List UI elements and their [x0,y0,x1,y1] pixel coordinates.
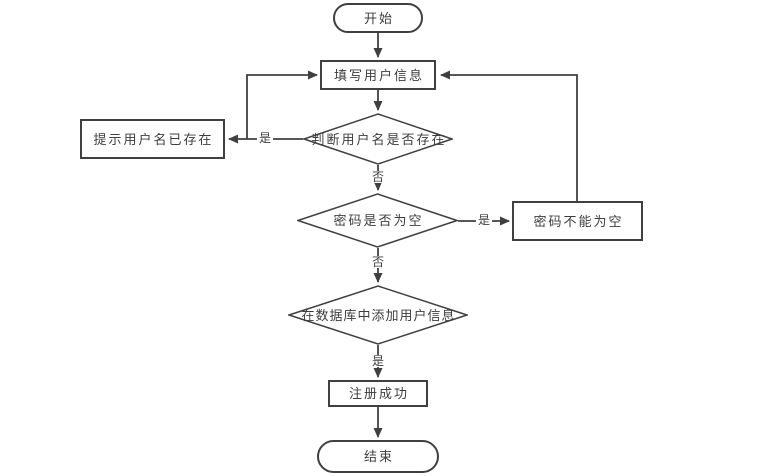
node-check-username: 判断用户名是否存在 [303,113,453,165]
edge-label-password-no: 否 [369,255,387,269]
node-fill-info: 填写用户信息 [320,60,436,90]
edge-label-username-yes: 是 [256,131,274,145]
node-username-exists: 提示用户名已存在 [80,119,225,159]
node-password-empty: 密码不能为空 [512,201,643,241]
node-password-empty-label: 密码不能为空 [533,213,624,229]
node-register-success-label: 注册成功 [348,386,409,401]
diamond-shape-icon [303,113,453,165]
node-check-username-label: 判断用户名是否存在 [311,131,447,147]
edge-username-exists-to-fill-info [246,70,318,139]
node-check-password-label: 密码是否为空 [333,213,424,228]
edge-label-username-no: 否 [369,170,387,184]
node-check-password: 密码是否为空 [297,193,458,248]
diamond-shape-icon [297,193,458,248]
node-start-label: 开始 [363,10,394,26]
node-end: 结束 [317,440,439,473]
node-register-success: 注册成功 [328,380,428,407]
edge-label-password-yes: 是 [475,213,493,227]
node-add-db-label: 在数据库中添加用户信息 [301,307,456,323]
node-add-db: 在数据库中添加用户信息 [288,285,468,345]
node-end-label: 结束 [363,449,394,464]
diamond-shape-icon [288,285,468,345]
node-fill-info-label: 填写用户信息 [333,67,424,83]
node-username-exists-label: 提示用户名已存在 [93,131,214,147]
node-start: 开始 [333,3,423,33]
edge-label-add-db-yes: 是 [369,354,387,368]
edge-password-empty-to-fill-info [440,70,578,201]
